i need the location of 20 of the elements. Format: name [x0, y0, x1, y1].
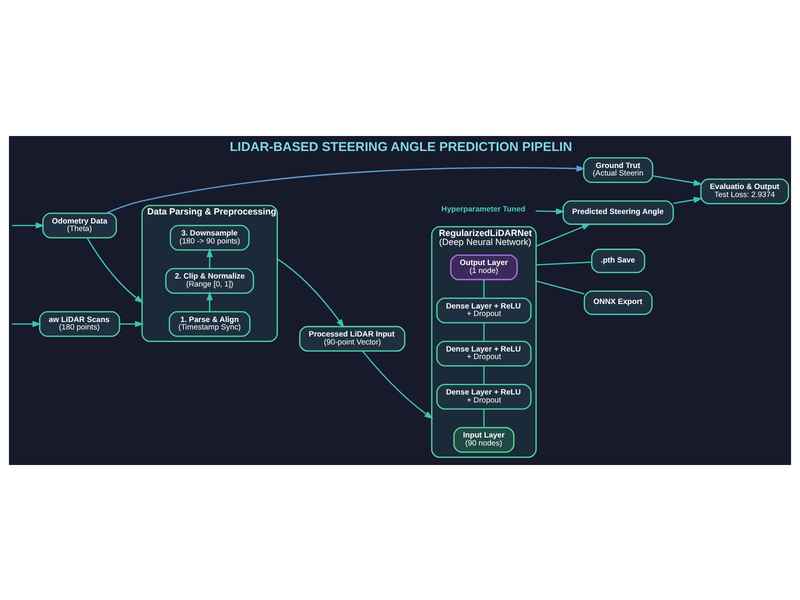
arrow [673, 196, 703, 204]
arrow [276, 258, 344, 328]
arrow [536, 223, 591, 246]
arrow [106, 164, 586, 214]
connector [483, 322, 485, 341]
arrow [362, 350, 434, 419]
arrow [206, 248, 213, 268]
arrow [12, 320, 42, 327]
connector [536, 261, 592, 265]
connector [483, 408, 485, 428]
arrow [12, 222, 45, 228]
connector [483, 365, 485, 384]
arrow [86, 237, 144, 303]
arrow [120, 320, 144, 327]
diagram-title: LIDAR-BASED STEERING ANGLE PREDICTION PIPELIN [230, 138, 572, 154]
arrow [206, 290, 213, 312]
arrow [536, 208, 566, 214]
connector [483, 279, 485, 298]
connector [536, 280, 584, 294]
arrow [652, 174, 703, 186]
